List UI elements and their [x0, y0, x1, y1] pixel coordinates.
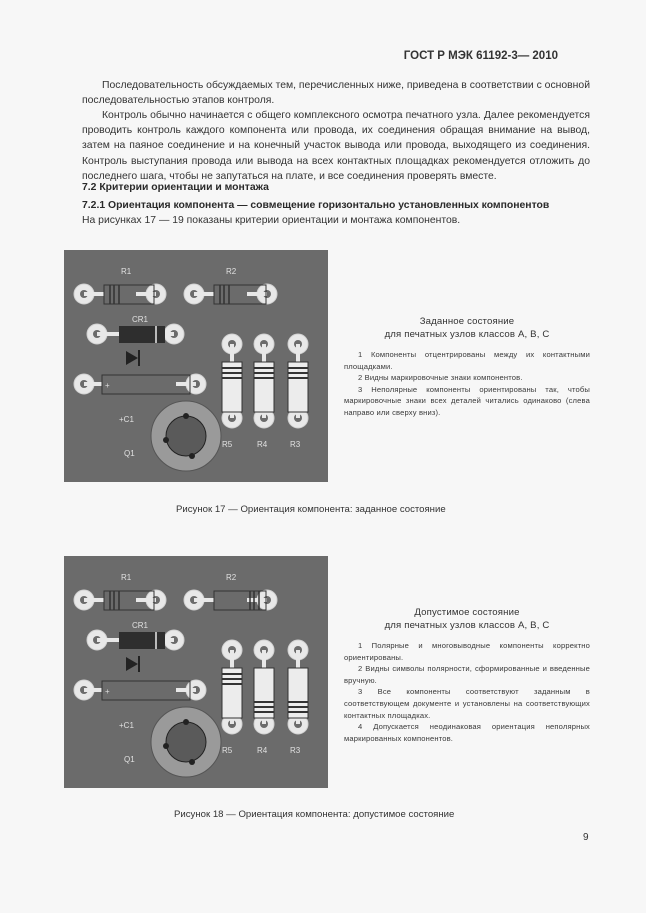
svg-text:+C1: +C1 [119, 415, 134, 424]
svg-text:+C1: +C1 [119, 721, 134, 730]
svg-text:Q1: Q1 [124, 755, 135, 764]
figure-17-pcb-image: R1 R2 CR1 + +C1 Q1 R5 R4 R3 [64, 250, 328, 482]
figure-17-caption: Рисунок 17 — Ориентация компонента: зада… [176, 504, 446, 515]
page-number: 9 [583, 832, 589, 843]
svg-text:R2: R2 [226, 573, 237, 582]
figure-17-description: Заданное состояние для печатных узлов кл… [344, 315, 590, 419]
criteria-item: 1 Полярные и многовыводные компоненты ко… [344, 641, 590, 662]
svg-text:R1: R1 [121, 267, 132, 276]
pcb-drawing: R1 R2 CR1 + +C1 Q1 R5 R4 R3 [73, 573, 309, 778]
criteria-item: 3 Все компоненты соответствуют заданным … [344, 687, 590, 720]
svg-text:CR1: CR1 [132, 621, 149, 630]
paragraph-1-text: Последовательность обсуждаемых тем, пере… [82, 80, 590, 107]
svg-text:R5: R5 [222, 746, 233, 755]
svg-text:Q1: Q1 [124, 449, 135, 458]
criteria-item: 2 Видны символы полярности, сформированн… [344, 664, 590, 685]
svg-text:+: + [105, 687, 110, 696]
state-title-line2: для печатных узлов классов А, В, С [384, 329, 550, 340]
pcb-drawing: R1 R2 CR1 + +C1 Q1 R5 R4 R3 [73, 267, 309, 472]
paragraph-2-text: Контроль обычно начинается с общего комп… [82, 110, 590, 182]
figure-18-caption: Рисунок 18 — Ориентация компонента: допу… [174, 809, 455, 820]
criteria-item: 1 Компоненты отцентрированы между их кон… [344, 350, 590, 371]
svg-text:R3: R3 [290, 440, 301, 449]
svg-text:CR1: CR1 [132, 315, 149, 324]
svg-text:R3: R3 [290, 746, 301, 755]
svg-text:R2: R2 [226, 267, 237, 276]
subsection-heading: 7.2.1 Ориентация компонента — совмещение… [82, 200, 550, 211]
svg-text:R4: R4 [257, 440, 268, 449]
figure-18-state-title: Допустимое состояние для печатных узлов … [344, 606, 590, 632]
state-title-line1: Заданное состояние [419, 316, 515, 327]
figure-18-pcb-image: R1 R2 CR1 + +C1 Q1 R5 R4 R3 [64, 556, 328, 788]
criteria-item: 3 Неполярные компоненты ориентированы та… [344, 384, 590, 417]
svg-text:R5: R5 [222, 440, 233, 449]
document-code: ГОСТ Р МЭК 61192-3— 2010 [403, 50, 558, 62]
state-title-line1: Допустимое состояние [414, 607, 520, 618]
svg-text:R1: R1 [121, 573, 132, 582]
figure-17-state-title: Заданное состояние для печатных узлов кл… [344, 315, 590, 341]
figure-18-description: Допустимое состояние для печатных узлов … [344, 606, 590, 744]
section-heading: 7.2 Критерии ориентации и монтажа [82, 182, 269, 193]
svg-text:R4: R4 [257, 746, 268, 755]
state-title-line2: для печатных узлов классов А, В, С [384, 620, 550, 631]
criteria-item: 2 Видны маркировочные знаки компонентов. [358, 373, 523, 383]
svg-text:+: + [105, 381, 110, 390]
paragraph-1: Последовательность обсуждаемых тем, пере… [82, 78, 590, 108]
paragraph-2: Контроль обычно начинается с общего комп… [82, 108, 590, 184]
intro-text: На рисунках 17 — 19 показаны критерии ор… [82, 215, 461, 226]
criteria-item: 4 Допускается неодинаковая ориентация не… [344, 722, 590, 743]
